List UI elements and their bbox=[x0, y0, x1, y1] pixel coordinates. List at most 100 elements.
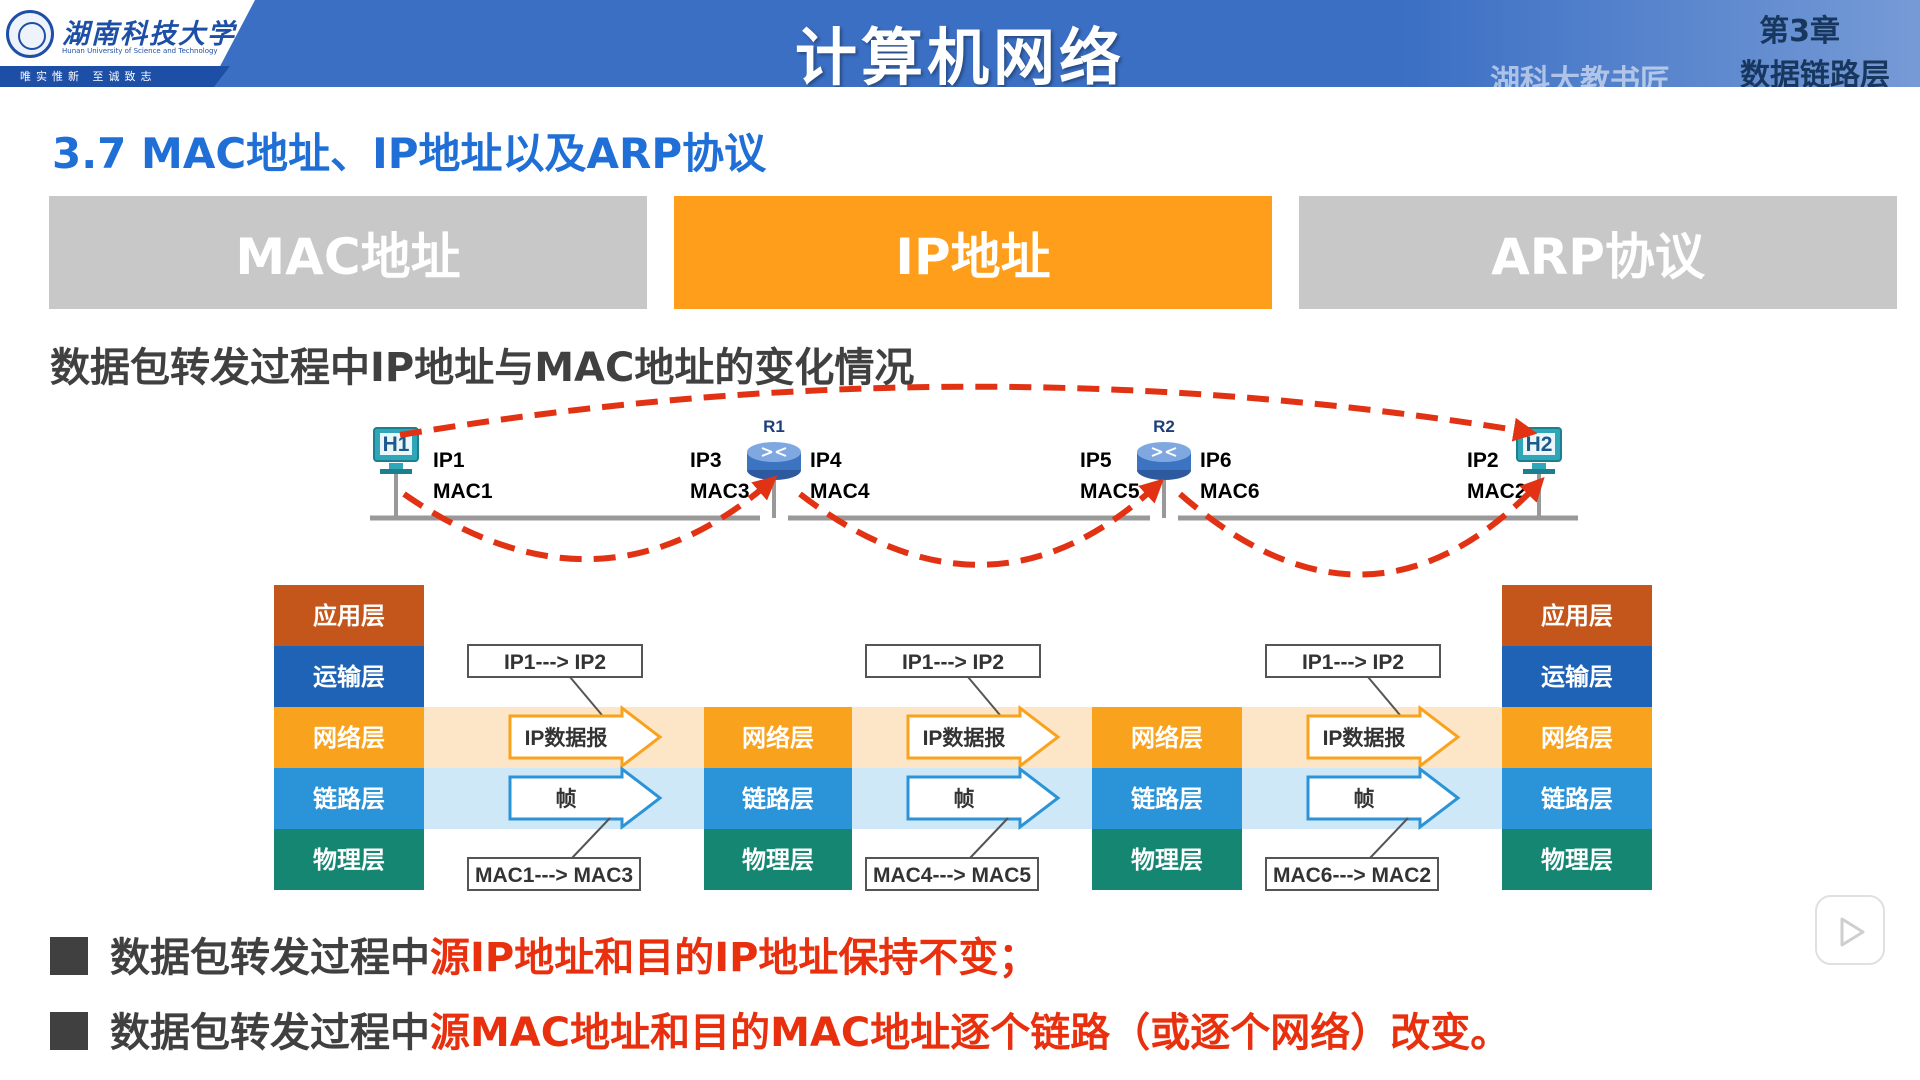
school-motto: 唯实惟新 至诚致志 bbox=[20, 70, 157, 83]
router-ip-right: IP6 bbox=[1200, 449, 1232, 472]
school-logo: 湖南科技大学 Hunan University of Science and T… bbox=[0, 0, 255, 87]
link-layer: 链路层 bbox=[742, 785, 814, 813]
network-layer: 网络层 bbox=[1541, 724, 1613, 752]
play-icon bbox=[1840, 917, 1865, 947]
host-name: H2 bbox=[1526, 433, 1553, 456]
network-layer: 网络层 bbox=[1131, 724, 1203, 752]
school-seal-icon bbox=[6, 10, 54, 58]
frame-shape bbox=[1306, 765, 1461, 831]
tab-mac-address[interactable]: MAC地址 bbox=[49, 196, 647, 309]
link-layer: 链路层 bbox=[313, 785, 385, 813]
diagram-subtitle: 数据包转发过程中IP地址与MAC地址的变化情况 bbox=[50, 345, 915, 391]
transport-layer: 运输层 bbox=[1541, 663, 1613, 691]
ip-header-callout bbox=[1265, 644, 1441, 678]
network-layer: 网络层 bbox=[313, 724, 385, 752]
mac-header-callout bbox=[1265, 857, 1439, 891]
router-mac-right: MAC4 bbox=[810, 480, 870, 503]
frame-shape bbox=[508, 765, 663, 831]
application-layer: 应用层 bbox=[1541, 602, 1613, 630]
router-r1: R1 IP3 MAC3 IP4 MAC4 bbox=[690, 417, 870, 518]
bullet-ip-unchanged: 数据包转发过程中源IP地址和目的IP地址保持不变； bbox=[50, 925, 1038, 983]
bullet-text: 数据包转发过程中 bbox=[110, 1010, 430, 1056]
header-bar: 湖南科技大学 Hunan University of Science and T… bbox=[0, 0, 1920, 87]
ip-packet-shape bbox=[508, 704, 663, 770]
router-ip-right: IP4 bbox=[810, 449, 842, 472]
host-mac: MAC1 bbox=[433, 480, 493, 503]
tab-ip-address[interactable]: IP地址 bbox=[674, 196, 1272, 309]
physical-layer: 物理层 bbox=[1541, 847, 1613, 874]
host-ip: IP1 bbox=[433, 449, 465, 472]
hop-arrow-1 bbox=[402, 475, 778, 563]
transport-layer: 运输层 bbox=[313, 663, 385, 691]
bullet-square-icon bbox=[50, 937, 88, 975]
ip-packet-label: IP数据报 bbox=[525, 726, 608, 750]
router-r1-stack: 网络层 链路层 物理层 bbox=[704, 707, 852, 890]
host-name: H1 bbox=[383, 433, 410, 456]
link-layer: 链路层 bbox=[1541, 785, 1613, 813]
bullet-mac-changes: 数据包转发过程中源MAC地址和目的MAC地址逐个链路（或逐个网络）改变。 bbox=[50, 1000, 1510, 1058]
ip-header-text: IP1---> IP2 bbox=[902, 651, 1004, 674]
bullet-text: 数据包转发过程中 bbox=[110, 935, 430, 981]
ip-packet-shape bbox=[1306, 704, 1461, 770]
mac-header-text: MAC6---> MAC2 bbox=[1273, 864, 1431, 887]
router-name: R1 bbox=[763, 417, 785, 436]
frame-label: 帧 bbox=[1354, 788, 1375, 811]
hop-2: IP1---> IP2 IP数据报 帧 MAC4---> MAC5 bbox=[865, 644, 1061, 891]
host-ip: IP2 bbox=[1467, 449, 1499, 472]
router-mac-left: MAC5 bbox=[1080, 480, 1140, 503]
frame-label: 帧 bbox=[556, 788, 577, 811]
application-layer: 应用层 bbox=[313, 602, 385, 630]
bullet-square-icon bbox=[50, 1012, 88, 1050]
hop-arrow-3 bbox=[1178, 477, 1545, 578]
section-title: 3.7 MAC地址、IP地址以及ARP协议 bbox=[52, 129, 767, 178]
ip-packet-label: IP数据报 bbox=[1323, 726, 1406, 750]
host-h1: H1 IP1 MAC1 bbox=[373, 427, 493, 518]
hop-3: IP1---> IP2 IP数据报 帧 MAC6---> MAC2 bbox=[1265, 644, 1461, 891]
frame-label: 帧 bbox=[954, 788, 975, 811]
mac-header-text: MAC1---> MAC3 bbox=[475, 864, 633, 887]
ip-packet-shape bbox=[906, 704, 1061, 770]
ip-header-text: IP1---> IP2 bbox=[1302, 651, 1404, 674]
physical-layer: 物理层 bbox=[742, 847, 814, 874]
hop-1: IP1---> IP2 IP数据报 帧 MAC1---> MAC3 bbox=[467, 644, 663, 891]
physical-layer: 物理层 bbox=[1131, 847, 1203, 874]
watermark: 湖科大教书匠 bbox=[1490, 64, 1670, 87]
header-band bbox=[1400, 0, 1920, 87]
router-r2: R2 IP5 MAC5 IP6 MAC6 bbox=[1080, 417, 1260, 518]
chapter-name: 数据链路层 bbox=[1740, 58, 1890, 87]
ip-header-callout bbox=[467, 644, 643, 678]
forwarding-arrows bbox=[399, 383, 1545, 578]
frame-shape bbox=[906, 765, 1061, 831]
mac-header-callout bbox=[467, 857, 641, 891]
tab-label: ARP协议 bbox=[1491, 227, 1705, 286]
link-layer: 链路层 bbox=[1131, 785, 1203, 813]
school-name: 湖南科技大学 bbox=[62, 19, 236, 50]
router-mac-right: MAC6 bbox=[1200, 480, 1260, 503]
host-h2: H2 IP2 MAC2 bbox=[1467, 427, 1562, 518]
video-play-button[interactable] bbox=[1815, 895, 1885, 965]
network-layer: 网络层 bbox=[742, 724, 814, 752]
host-h2-stack: 应用层 运输层 网络层 链路层 物理层 bbox=[1502, 585, 1652, 890]
bullet-highlight: 源MAC地址和目的MAC地址逐个链路（或逐个网络）改变。 bbox=[430, 1010, 1511, 1056]
tab-arp-protocol[interactable]: ARP协议 bbox=[1299, 196, 1897, 309]
physical-layer: 物理层 bbox=[313, 847, 385, 874]
chapter-number: 第3章 bbox=[1759, 14, 1840, 49]
router-name: R2 bbox=[1153, 417, 1175, 436]
ip-header-text: IP1---> IP2 bbox=[504, 651, 606, 674]
router-ip-left: IP3 bbox=[690, 449, 722, 472]
school-name-en: Hunan University of Science and Technolo… bbox=[62, 47, 218, 55]
ip-packet-label: IP数据报 bbox=[923, 726, 1006, 750]
tab-label: IP地址 bbox=[895, 227, 1051, 286]
tab-label: MAC地址 bbox=[235, 227, 461, 286]
router-ip-left: IP5 bbox=[1080, 449, 1112, 472]
course-title: 计算机网络 bbox=[794, 21, 1125, 87]
mac-header-text: MAC4---> MAC5 bbox=[873, 864, 1031, 887]
bullet-highlight: 源IP地址和目的IP地址保持不变； bbox=[430, 935, 1039, 981]
forwarding-diagram: H1 IP1 MAC1 H2 IP2 MAC2 R1 IP3 MAC3 IP4 … bbox=[274, 383, 1652, 891]
router-mac-left: MAC3 bbox=[690, 480, 750, 503]
router-r2-stack: 网络层 链路层 物理层 bbox=[1092, 707, 1242, 890]
end-to-end-arrow bbox=[399, 383, 1538, 442]
motto-bar: 唯实惟新 至诚致志 bbox=[0, 66, 230, 87]
ip-header-callout bbox=[865, 644, 1041, 678]
host-h1-stack: 应用层 运输层 网络层 链路层 物理层 bbox=[274, 585, 424, 890]
